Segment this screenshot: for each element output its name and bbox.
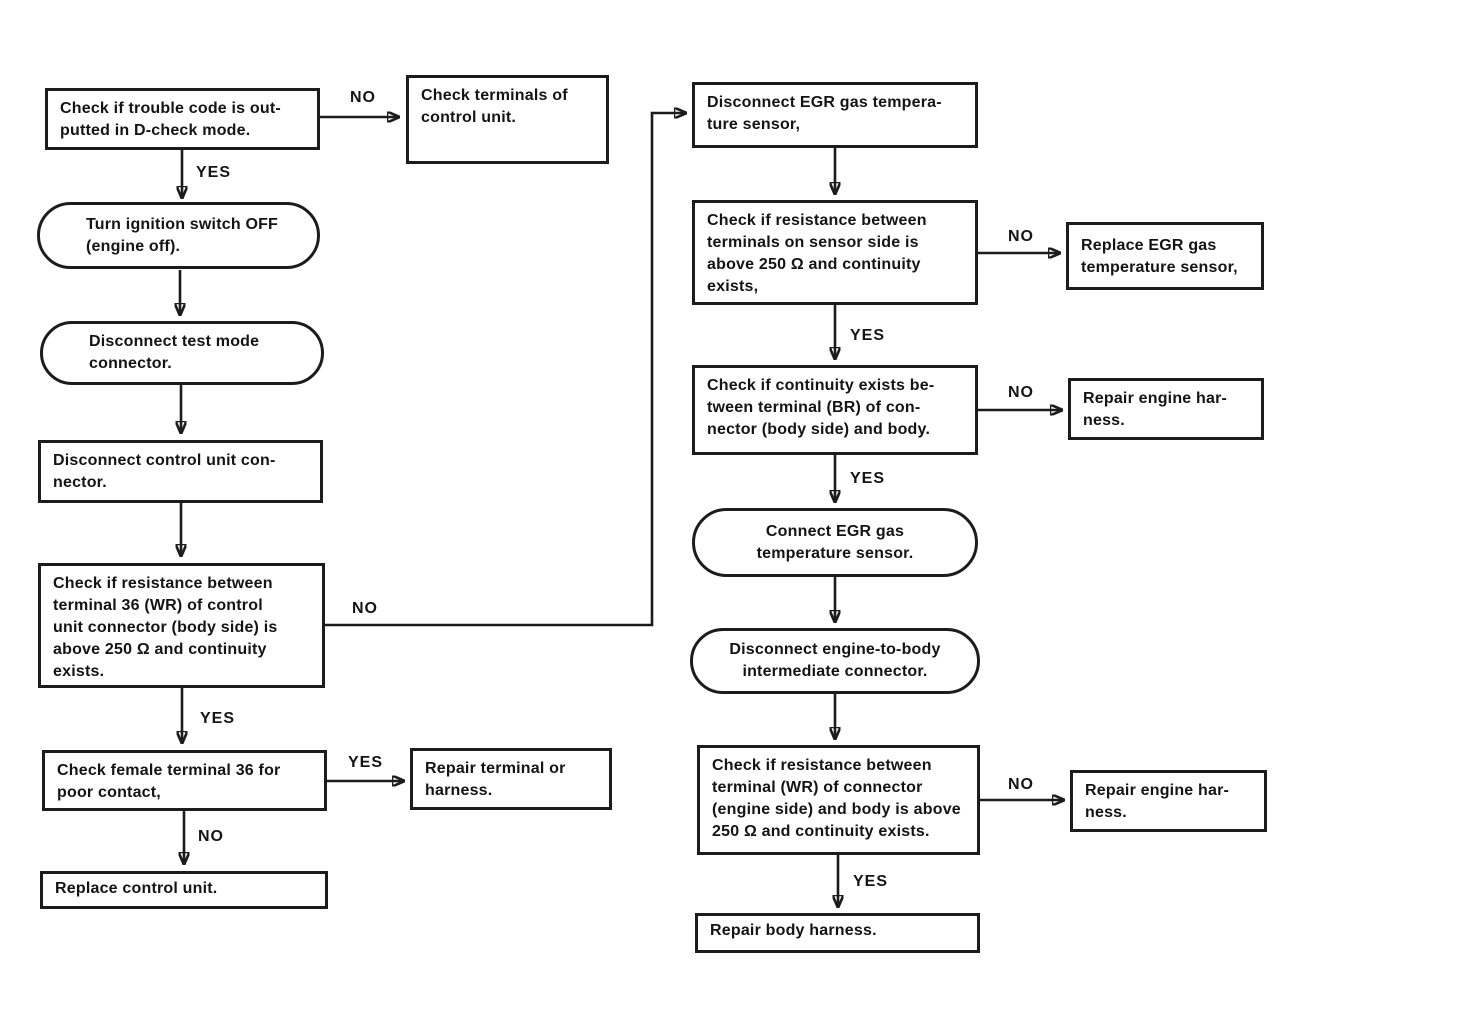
node-repair-engine-harness-2: Repair engine har- ness. (1070, 770, 1267, 832)
node-turn-ignition-off: Turn ignition switch OFF (engine off). (37, 202, 320, 269)
node-label: Disconnect EGR gas tempera- ture sensor, (707, 94, 942, 133)
node-label: Check if resistance between terminals on… (707, 212, 927, 295)
node-check-resistance-sensor-side: Check if resistance between terminals on… (692, 200, 978, 305)
label-resistance36-yes: YES (200, 710, 236, 727)
label-troublecode-yes: YES (196, 164, 232, 181)
node-repair-terminal-or-harness: Repair terminal or harness. (410, 748, 612, 810)
node-label: Disconnect test mode connector. (89, 333, 260, 372)
label-wrcheck-yes: YES (853, 873, 889, 890)
node-label: Check if resistance between terminal 36 … (53, 575, 278, 680)
node-label: Connect EGR gas temperature sensor. (756, 522, 914, 562)
node-label: Replace control unit. (55, 880, 218, 897)
node-repair-body-harness: Repair body harness. (695, 913, 980, 953)
node-replace-egr-sensor: Replace EGR gas temperature sensor, (1066, 222, 1264, 290)
label-wrcheck-no: NO (1008, 776, 1034, 793)
node-label: Disconnect engine-to-body intermediate c… (729, 641, 941, 680)
node-label: Check female terminal 36 for poor contac… (57, 762, 281, 801)
label-female36-yes: YES (348, 754, 384, 771)
node-label: Repair body harness. (710, 922, 877, 939)
node-label: Disconnect control unit con- nector. (53, 452, 276, 491)
label-sensorside-yes: YES (850, 327, 886, 344)
node-replace-control-unit: Replace control unit. (40, 871, 328, 909)
label-continuitybr-yes: YES (850, 470, 886, 487)
node-check-female-terminal36: Check female terminal 36 for poor contac… (42, 750, 327, 811)
node-disconnect-engine-to-body: Disconnect engine-to-body intermediate c… (690, 628, 980, 694)
node-label: Repair engine har- ness. (1083, 390, 1228, 429)
node-disconnect-egr-sensor: Disconnect EGR gas tempera- ture sensor, (692, 82, 978, 148)
node-label: Turn ignition switch OFF (engine off). (86, 215, 279, 255)
node-label: Check terminals of control unit. (421, 87, 568, 126)
label-sensorside-no: NO (1008, 228, 1034, 245)
node-label: Check if trouble code is out- putted in … (60, 100, 281, 139)
node-label: Check if continuity exists be- tween ter… (707, 377, 935, 438)
node-label: Repair terminal or harness. (425, 760, 566, 799)
label-troublecode-no: NO (350, 89, 376, 106)
node-disconnect-control-unit: Disconnect control unit con- nector. (38, 440, 323, 503)
node-label: Replace EGR gas temperature sensor, (1081, 237, 1238, 276)
node-label: Check if resistance between terminal (WR… (712, 757, 961, 840)
node-repair-engine-harness-1: Repair engine har- ness. (1068, 378, 1264, 440)
node-check-continuity-br: Check if continuity exists be- tween ter… (692, 365, 978, 455)
label-resistance36-no: NO (352, 600, 378, 617)
edge-resistance36-no (325, 113, 686, 627)
node-check-terminals-control-unit: Check terminals of control unit. (406, 75, 609, 164)
node-check-resistance-wr-engine: Check if resistance between terminal (WR… (697, 745, 980, 855)
node-connect-egr-sensor: Connect EGR gas temperature sensor. (692, 508, 978, 577)
node-label: Repair engine har- ness. (1085, 782, 1230, 821)
node-disconnect-test-mode: Disconnect test mode connector. (40, 321, 324, 385)
node-check-trouble-code: Check if trouble code is out- putted in … (45, 88, 320, 150)
label-continuitybr-no: NO (1008, 384, 1034, 401)
node-check-resistance-terminal36: Check if resistance between terminal 36 … (38, 563, 325, 688)
label-female36-no: NO (198, 828, 224, 845)
